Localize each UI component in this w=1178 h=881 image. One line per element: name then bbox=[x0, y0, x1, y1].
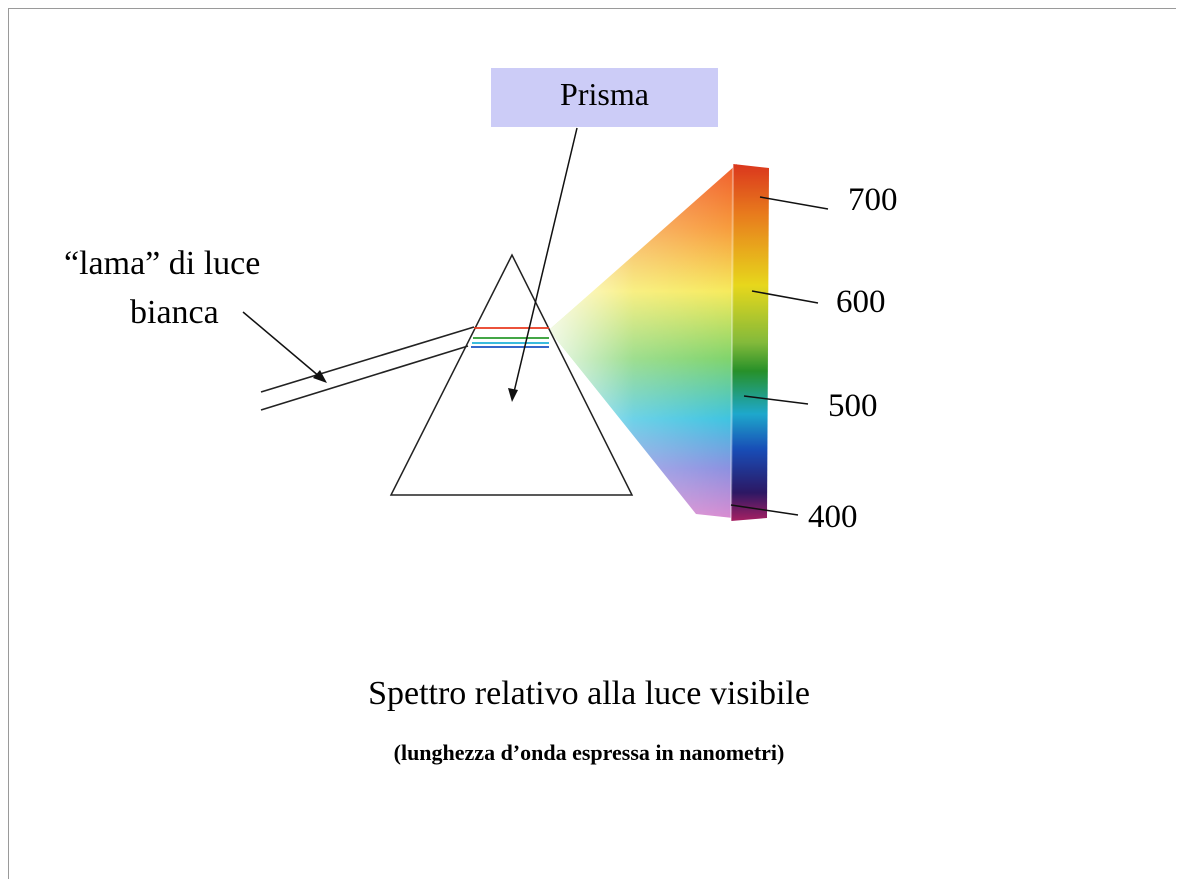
beam-label-line1: “lama” di luce bbox=[64, 245, 261, 282]
internal-rays bbox=[471, 327, 549, 348]
prism-label-box: Prisma bbox=[491, 68, 718, 127]
spectrum-bar bbox=[730, 163, 769, 522]
wavelength-label-600: 600 bbox=[836, 284, 886, 320]
wavelength-label-500: 500 bbox=[828, 388, 878, 424]
prism-pointer-arrow bbox=[508, 127, 578, 402]
wavelength-label-700: 700 bbox=[848, 182, 898, 218]
beam-label-line2: bianca bbox=[130, 294, 219, 331]
prism-triangle bbox=[389, 253, 634, 496]
wavelength-label-400: 400 bbox=[808, 499, 858, 535]
prism-label: Prisma bbox=[560, 76, 649, 112]
diagram-title: Spettro relativo alla luce visibile bbox=[368, 675, 810, 712]
dispersion-fan bbox=[549, 164, 737, 518]
slide-frame bbox=[8, 8, 1176, 879]
diagram-subtitle: (lunghezza d’onda espressa in nanometri) bbox=[393, 740, 785, 765]
wavelength-tick-lines bbox=[730, 196, 829, 516]
beam-pointer-arrow bbox=[242, 311, 327, 383]
white-light-beam bbox=[260, 326, 475, 411]
